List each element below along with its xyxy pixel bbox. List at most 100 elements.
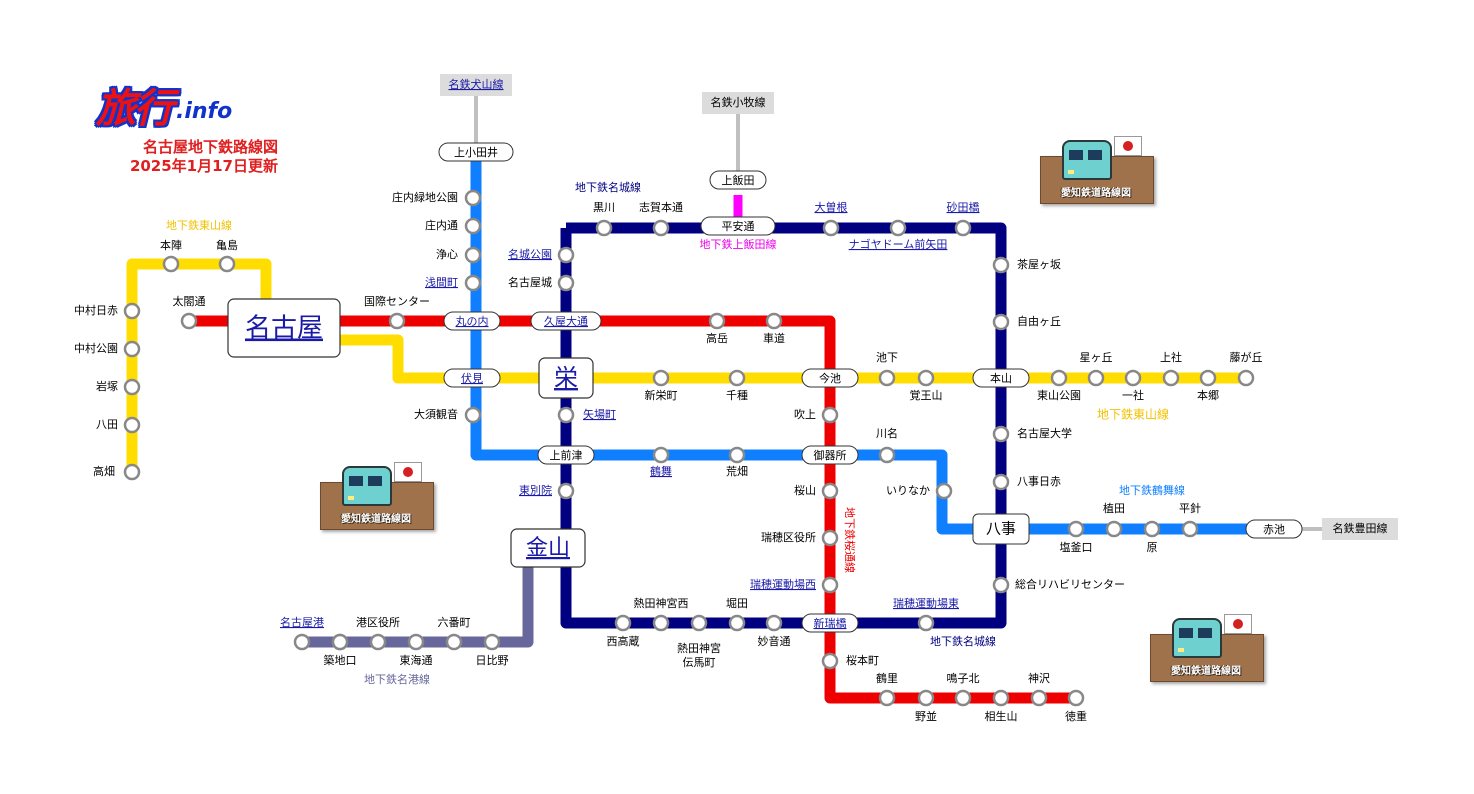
station-label: 港区役所	[356, 615, 400, 629]
station-label: 庄内通	[425, 218, 458, 232]
station-marker	[992, 576, 1010, 594]
transfer-station-label: 今池	[819, 371, 841, 385]
train-icon	[342, 466, 392, 506]
station-label: 原	[1147, 541, 1158, 554]
station-label: 名古屋大学	[1017, 426, 1072, 440]
station-marker	[821, 406, 839, 424]
aichi-map-label: 愛知鉄道路線図	[1171, 666, 1241, 677]
transfer-station-label: 上飯田	[722, 173, 755, 187]
station-label: 高岳	[706, 331, 728, 345]
station-label[interactable]: ナゴヤドーム前矢田	[849, 237, 948, 251]
station-marker	[369, 633, 387, 651]
station-label: 上社	[1160, 350, 1182, 364]
station-label[interactable]: 瑞穂運動場東	[893, 596, 959, 610]
aichi-map-link[interactable]: 愛知鉄道路線図	[320, 462, 434, 530]
station-marker	[123, 378, 141, 396]
transfer-station-label: 赤池	[1263, 523, 1285, 536]
station-box[interactable]	[1245, 519, 1303, 539]
station-marker	[1237, 369, 1255, 387]
transfer-station-label[interactable]: 新瑞橋	[814, 616, 847, 630]
station-label: 平針	[1179, 501, 1201, 515]
station-box[interactable]	[972, 368, 1030, 388]
station-marker	[464, 274, 482, 292]
connector-railway-box	[702, 92, 774, 114]
transfer-station-label: 御器所	[814, 448, 847, 462]
station-label: 伝馬町	[683, 656, 716, 669]
station-label[interactable]: 名城公園	[508, 247, 552, 261]
station-label: 大須観音	[414, 407, 458, 421]
station-marker	[878, 369, 896, 387]
connector-railway-label: 名鉄小牧線	[711, 95, 766, 109]
station-label: 野並	[915, 709, 937, 723]
station-marker	[407, 633, 425, 651]
station-marker	[954, 219, 972, 237]
station-box[interactable]	[801, 613, 859, 633]
station-box[interactable]	[438, 142, 514, 162]
hub-station-box[interactable]	[538, 357, 594, 399]
station-box[interactable]	[530, 311, 602, 331]
station-label: 新栄町	[645, 388, 678, 402]
station-label: 高畑	[93, 464, 115, 478]
aichi-map-link[interactable]: 愛知鉄道路線図	[1040, 136, 1154, 204]
station-box[interactable]	[709, 170, 767, 190]
station-label[interactable]: 瑞穂運動場西	[750, 577, 816, 591]
map-title-line1: 名古屋地下鉄路線図	[142, 138, 278, 156]
station-label: 相生山	[985, 709, 1018, 723]
hub-station-label[interactable]: 金山	[526, 536, 570, 561]
aichi-map-label: 愛知鉄道路線図	[341, 514, 411, 525]
station-label[interactable]: 大曽根	[815, 200, 848, 214]
site-logo[interactable]: 旅行.info	[96, 76, 296, 134]
station-label: 瑞穂区役所	[761, 530, 816, 544]
station-marker	[557, 406, 575, 424]
station-label[interactable]: 鶴舞	[650, 464, 672, 478]
aichi-map-link[interactable]: 愛知鉄道路線図	[1150, 614, 1264, 682]
station-label[interactable]: 浅間町	[425, 276, 458, 289]
station-label[interactable]: 矢場町	[583, 407, 616, 421]
station-box[interactable]	[801, 445, 859, 465]
station-box[interactable]	[537, 445, 595, 465]
station-marker	[1087, 369, 1105, 387]
station-label: 築地口	[324, 653, 357, 667]
station-marker	[293, 633, 311, 651]
line-name-label: 地下鉄上飯田線	[700, 237, 777, 251]
station-label: 徳重	[1065, 709, 1087, 723]
station-label: 名古屋城	[508, 275, 552, 289]
station-box[interactable]	[700, 216, 776, 236]
transfer-station-label[interactable]: 伏見	[461, 371, 483, 385]
station-label[interactable]: 砂田橋	[947, 200, 980, 214]
station-label[interactable]: 東別院	[519, 483, 552, 497]
station-label[interactable]: 名古屋港	[280, 615, 324, 629]
station-box[interactable]	[972, 513, 1030, 545]
line-name-label: 地下鉄名港線	[364, 672, 430, 686]
station-box[interactable]	[443, 311, 501, 331]
hub-station-box[interactable]	[510, 528, 586, 568]
train-icon	[1062, 140, 1112, 180]
hub-station-label[interactable]: 栄	[554, 364, 578, 392]
station-label: 八事日赤	[1017, 475, 1061, 488]
station-marker	[123, 340, 141, 358]
station-label: 堀田	[726, 597, 748, 610]
transfer-station-label: 八事	[986, 520, 1016, 538]
meiko-line	[302, 548, 534, 648]
station-label: 吹上	[794, 408, 816, 421]
transfer-station-label[interactable]: 久屋大通	[544, 314, 588, 328]
station-marker	[821, 652, 839, 670]
station-label: 太閤通	[173, 295, 206, 308]
station-label: 千種	[726, 388, 748, 402]
japan-flag-icon	[394, 462, 422, 482]
station-marker	[1181, 520, 1199, 538]
transfer-station-label[interactable]: 丸の内	[456, 314, 489, 328]
hub-station-label[interactable]: 名古屋	[245, 314, 323, 344]
station-box[interactable]	[443, 368, 501, 388]
station-marker	[708, 312, 726, 330]
higashiyama-line	[126, 258, 272, 472]
hub-station-box[interactable]	[227, 298, 341, 358]
station-marker	[464, 246, 482, 264]
transfer-station-label: 平安通	[722, 219, 755, 233]
transfer-station-label: 本山	[990, 371, 1012, 385]
station-box[interactable]	[801, 368, 859, 388]
connector-railway-box[interactable]	[440, 74, 512, 96]
station-marker	[162, 255, 180, 273]
station-marker	[614, 614, 632, 632]
connector-railway-label[interactable]: 名鉄犬山線	[449, 77, 504, 91]
